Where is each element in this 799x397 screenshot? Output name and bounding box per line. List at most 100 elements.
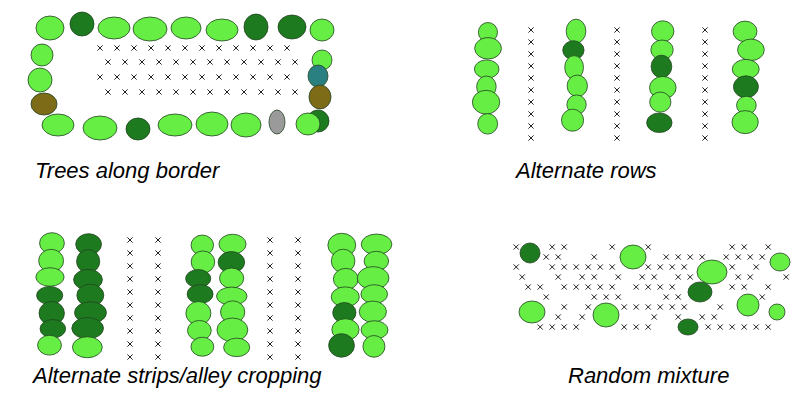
crop-mark xyxy=(742,244,747,249)
tree-crown xyxy=(478,114,498,135)
crop-mark xyxy=(207,89,212,94)
crop-mark xyxy=(544,294,549,299)
crop-mark xyxy=(702,39,707,44)
crop-mark xyxy=(700,254,705,259)
crop-mark xyxy=(556,254,561,259)
crop-mark xyxy=(580,274,585,279)
crop-mark xyxy=(127,237,132,242)
crop-mark xyxy=(550,264,555,269)
tree-crown xyxy=(329,334,355,358)
crop-mark xyxy=(634,324,639,329)
crop-mark xyxy=(610,244,615,249)
tree-crown xyxy=(652,21,674,42)
tree-crown xyxy=(650,92,671,112)
crop-mark xyxy=(207,59,212,64)
tree-crown xyxy=(770,253,790,271)
crop-mark xyxy=(114,74,119,79)
crop-mark xyxy=(614,135,619,140)
crop-mark xyxy=(190,89,195,94)
crop-mark xyxy=(122,89,127,94)
tree-crown xyxy=(566,19,586,43)
crop-mark xyxy=(614,99,619,104)
tree-crown xyxy=(220,268,244,288)
crop-mark xyxy=(634,284,639,289)
crop-mark xyxy=(295,315,300,320)
tree-crown xyxy=(72,337,102,358)
crop-mark xyxy=(250,45,255,50)
tree-crown xyxy=(83,116,117,140)
tree-crown xyxy=(678,319,698,335)
crop-mark xyxy=(528,51,533,56)
crop-mark xyxy=(658,304,663,309)
crop-mark xyxy=(127,302,132,307)
crop-mark xyxy=(156,89,161,94)
crop-mark xyxy=(598,264,603,269)
crop-mark xyxy=(682,264,687,269)
tree-crown xyxy=(70,12,94,36)
tree-crown xyxy=(296,113,320,135)
crop-mark xyxy=(676,274,681,279)
crop-mark xyxy=(614,63,619,68)
crop-mark xyxy=(127,315,132,320)
crop-mark xyxy=(610,264,615,269)
crop-mark xyxy=(586,264,591,269)
tree-crown xyxy=(688,282,712,302)
tree-crown xyxy=(133,17,167,41)
tree-crown xyxy=(475,38,502,60)
crop-mark xyxy=(670,284,675,289)
tree-crown xyxy=(38,335,62,355)
crop-mark xyxy=(550,244,555,249)
tree-crown xyxy=(308,65,328,87)
crop-mark xyxy=(155,302,160,307)
tree-crown xyxy=(72,318,104,339)
crop-mark xyxy=(284,45,289,50)
crop-mark xyxy=(267,302,272,307)
tree-crown xyxy=(224,338,250,357)
tree-crown xyxy=(126,118,150,140)
crop-mark xyxy=(592,274,597,279)
tree-crown xyxy=(244,14,268,40)
crop-mark xyxy=(284,74,289,79)
crop-mark xyxy=(155,263,160,268)
crop-mark xyxy=(267,74,272,79)
crop-mark xyxy=(610,284,615,289)
crop-mark xyxy=(295,341,300,346)
tree-crown xyxy=(158,114,192,136)
crop-mark xyxy=(139,59,144,64)
crop-mark xyxy=(562,244,567,249)
tree-crown xyxy=(561,109,583,131)
tree-crown xyxy=(42,114,74,136)
tree-crown xyxy=(651,55,672,78)
tree-crown xyxy=(737,294,759,316)
crop-mark xyxy=(173,89,178,94)
tree-crown xyxy=(472,90,499,114)
crop-mark xyxy=(514,244,519,249)
crop-mark xyxy=(127,276,132,281)
crop-mark xyxy=(664,254,669,259)
tree-crown xyxy=(187,285,213,304)
crop-mark xyxy=(614,51,619,56)
crop-mark xyxy=(760,254,765,259)
crop-mark xyxy=(131,74,136,79)
layout-caption: Alternate rows xyxy=(516,158,657,184)
tree-crown xyxy=(620,245,646,269)
crop-mark xyxy=(574,264,579,269)
crop-mark xyxy=(754,324,759,329)
crop-mark xyxy=(736,254,741,259)
crop-mark xyxy=(614,75,619,80)
crop-mark xyxy=(646,244,651,249)
tree-crown xyxy=(191,337,214,356)
crop-mark xyxy=(742,324,747,329)
crop-mark xyxy=(724,254,729,259)
crop-mark xyxy=(528,63,533,68)
crop-mark xyxy=(730,264,735,269)
crop-mark xyxy=(155,276,160,281)
crop-mark xyxy=(155,237,160,242)
crop-mark xyxy=(267,276,272,281)
tree-crown xyxy=(474,60,499,78)
tree-crown xyxy=(359,301,386,322)
crop-mark xyxy=(702,75,707,80)
tree-crown xyxy=(738,39,765,61)
crop-mark xyxy=(766,324,771,329)
